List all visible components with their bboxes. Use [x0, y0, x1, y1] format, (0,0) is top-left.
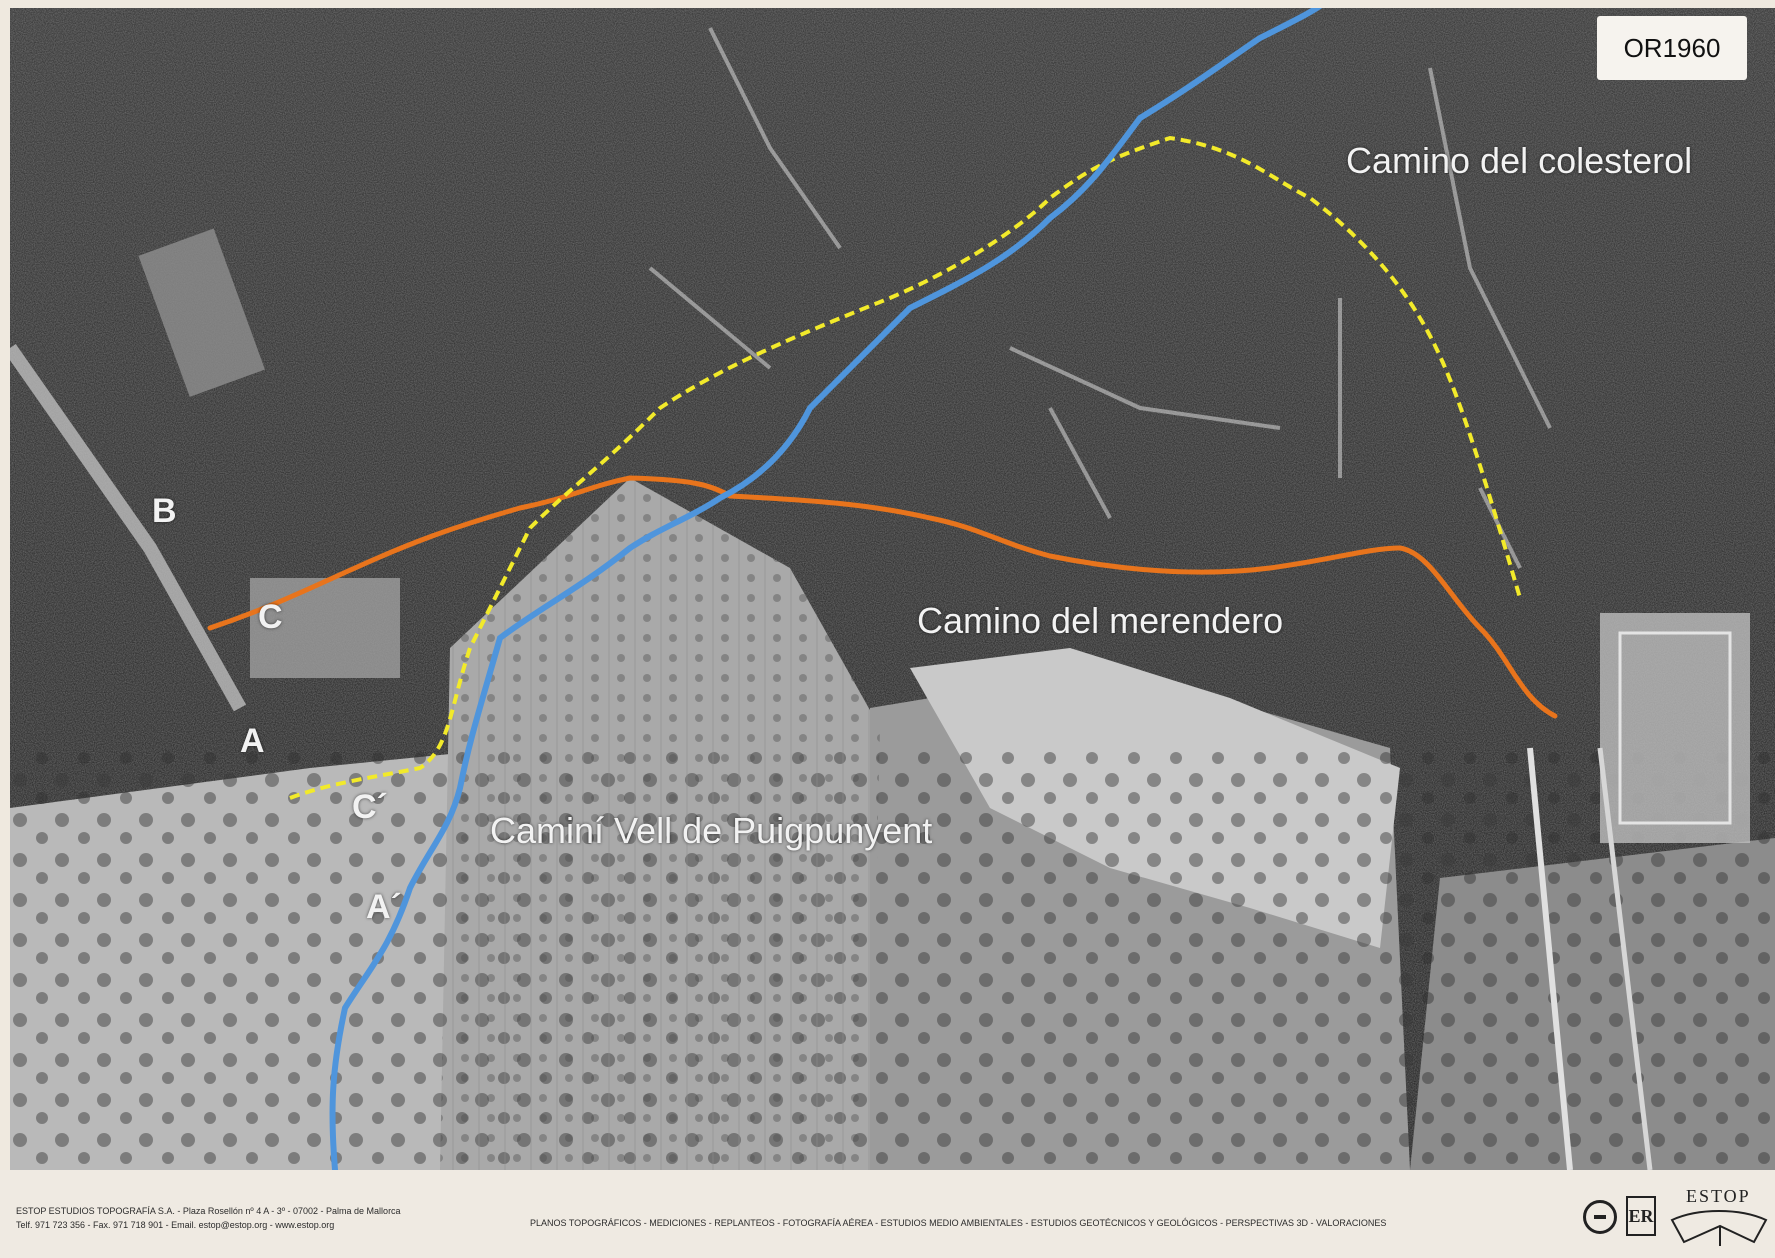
label-camino-colesterol: Camino del colesterol	[1346, 140, 1693, 181]
footer-company: ESTOP ESTUDIOS TOPOGRAFÍA S.A. - Plaza R…	[16, 1206, 401, 1216]
footer-services: PLANOS TOPOGRÁFICOS - MEDICIONES - REPLA…	[530, 1218, 1387, 1228]
point-b: B	[152, 492, 177, 530]
estop-logo-text: ESTOP	[1686, 1186, 1751, 1206]
route-colesterol	[289, 135, 1522, 800]
building-left-top	[138, 228, 265, 397]
er-certification-icon: ER	[1626, 1196, 1656, 1236]
footer-company-info: ESTOP ESTUDIOS TOPOGRAFÍA S.A. - Plaza R…	[16, 1204, 401, 1232]
point-c: C	[258, 598, 283, 636]
map-footer: ESTOP ESTUDIOS TOPOGRAFÍA S.A. - Plaza R…	[0, 1170, 1775, 1258]
circle-logo-icon	[1583, 1200, 1617, 1234]
aerial-photo	[10, 8, 1775, 1170]
label-camini-vell: Caminí Vell de Puigpunyent	[490, 810, 933, 851]
estate-building	[1600, 613, 1750, 843]
route-merendero	[207, 475, 1558, 719]
footer-contact: Telf. 971 723 356 - Fax. 971 718 901 - E…	[16, 1220, 335, 1230]
label-camino-merendero: Camino del merendero	[917, 600, 1284, 641]
map-code-badge: OR1960	[1597, 16, 1747, 80]
point-c-prime: C´	[352, 788, 388, 826]
point-a: A	[240, 722, 265, 760]
route-puigpunyent	[329, 8, 1323, 1170]
forest-tracks	[648, 27, 1552, 569]
estop-logo: ESTOP	[1668, 1186, 1770, 1248]
point-a-prime: A´	[366, 888, 402, 926]
